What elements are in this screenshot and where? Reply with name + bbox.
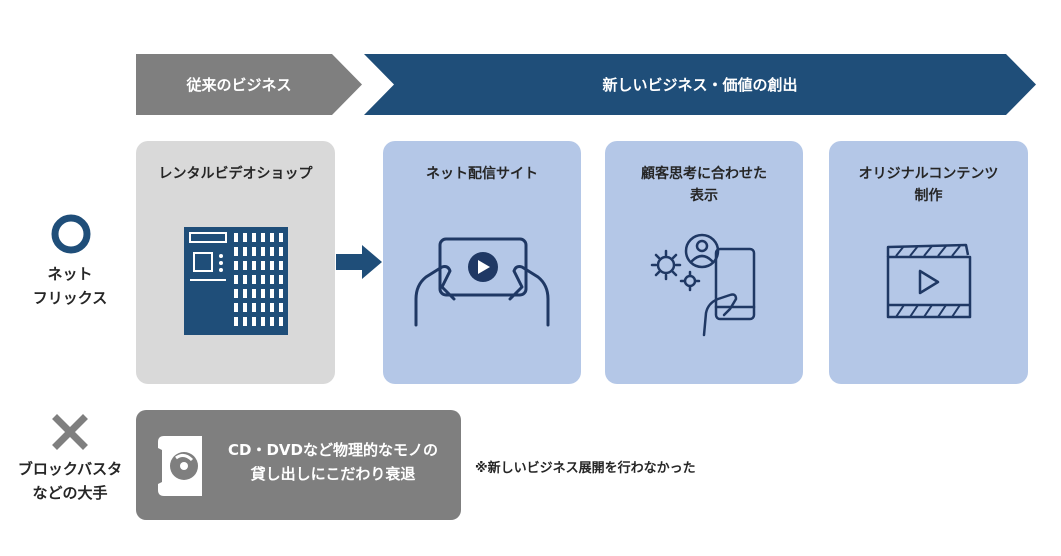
- original-content-title: オリジナルコンテンツ 制作: [858, 166, 999, 204]
- new-business-label: 新しいビジネス・価値の創出: [602, 76, 798, 94]
- old-business-arrow: 従来のビジネス: [136, 54, 362, 115]
- rental-shop-title: レンタルビデオショップ: [158, 166, 313, 182]
- personalized-display-card: 顧客思考に合わせた 表示: [605, 141, 803, 384]
- user-gear-phone-icon: [605, 231, 803, 337]
- transition-arrow-icon: [336, 245, 382, 279]
- old-business-label: 従来のビジネス: [186, 76, 292, 94]
- decline-text: CD・DVDなど物理的なモノの 貸し出しにこだわり衰退: [228, 441, 438, 483]
- tablet-play-icon: [383, 233, 581, 329]
- disc-case-icon: [154, 434, 204, 498]
- streaming-site-card: ネット配信サイト: [383, 141, 581, 384]
- footnote: ※新しいビジネス展開を行わなかった: [475, 461, 696, 476]
- rental-shop-card: レンタルビデオショップ: [136, 141, 335, 384]
- new-business-arrow: 新しいビジネス・価値の創出: [364, 54, 1036, 115]
- streaming-site-title: ネット配信サイト: [426, 166, 538, 182]
- original-content-card: オリジナルコンテンツ 制作: [829, 141, 1028, 384]
- clapperboard-icon: [829, 243, 1028, 321]
- circle-icon: [50, 213, 92, 255]
- netflix-label: ネット フリックス: [32, 265, 108, 307]
- store-shelf-icon: [136, 227, 335, 335]
- blockbuster-label: ブロックバスタ などの大手: [17, 460, 123, 502]
- cross-icon: [52, 414, 88, 450]
- personalized-display-title: 顧客思考に合わせた 表示: [641, 166, 767, 204]
- decline-box: CD・DVDなど物理的なモノの 貸し出しにこだわり衰退: [136, 410, 461, 520]
